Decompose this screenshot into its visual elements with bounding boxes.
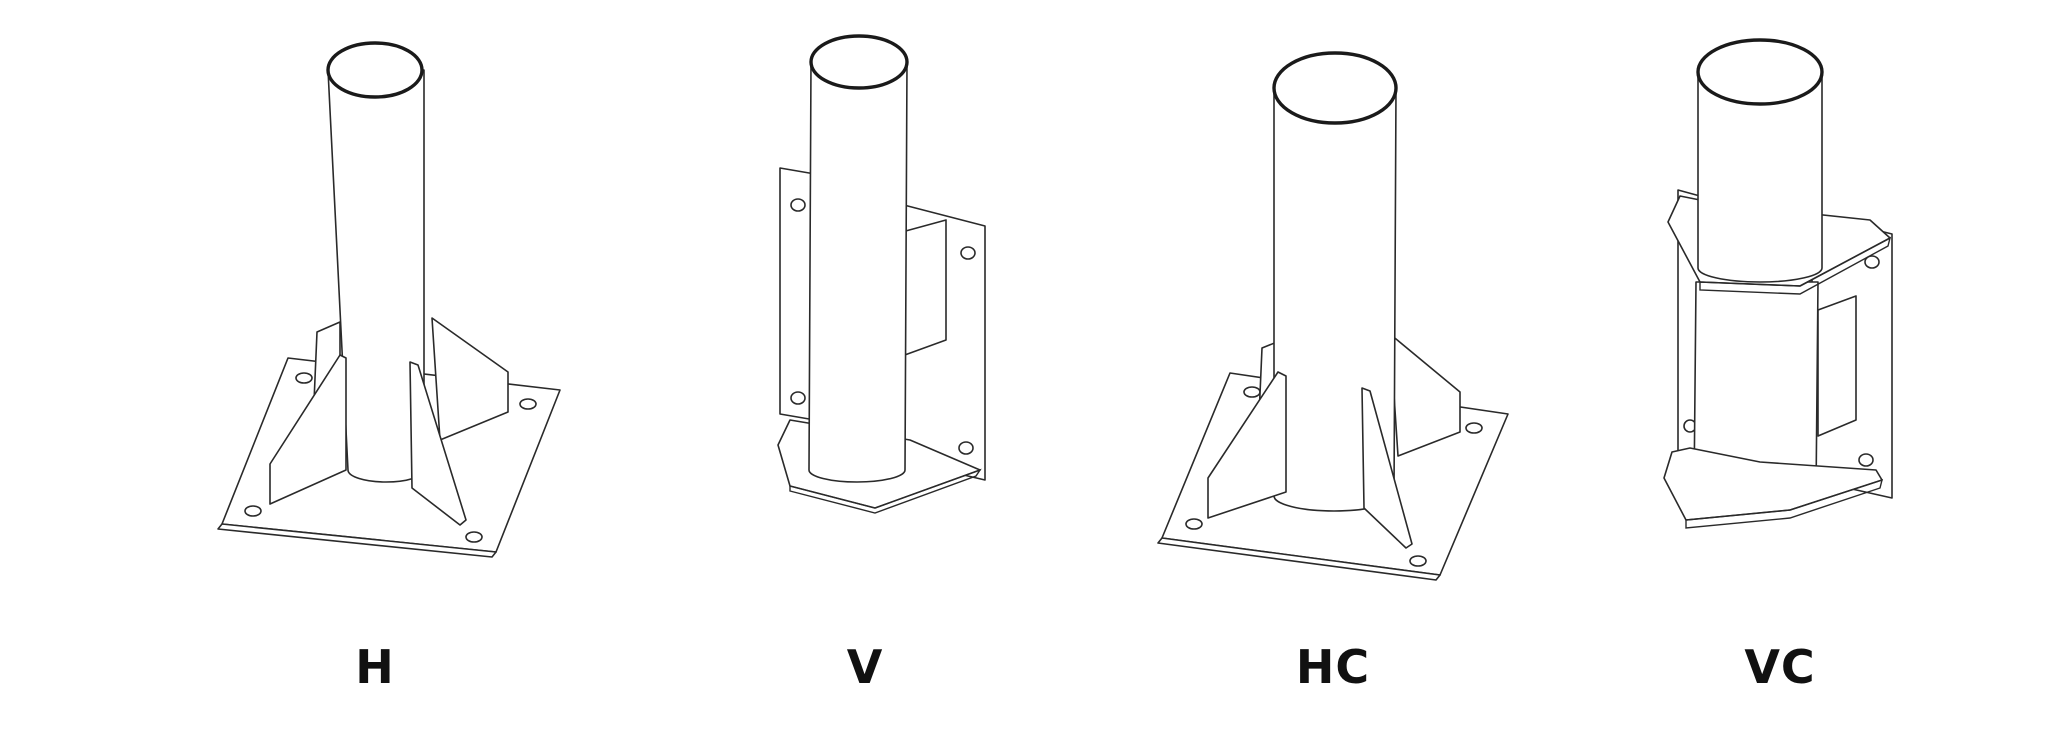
bracket-hc-gusset-front-left (1207, 371, 1287, 519)
bracket-vc-lower-collar-edge (1685, 478, 1883, 529)
bracket-hc-gusset-back-right (1389, 333, 1461, 457)
bracket-h-plate-edge (217, 523, 497, 558)
bracket-v-bottom-edge (789, 468, 982, 514)
bracket-hc-hole-4 (1409, 555, 1427, 567)
bracket-h-tube-opening (326, 41, 424, 99)
bracket-vc-side-tab (1817, 295, 1857, 437)
bracket-vc-tube-opening (1696, 38, 1824, 106)
bracket-hc-gusset-front-right (1361, 387, 1413, 549)
bracket-v (777, 34, 986, 514)
bracket-h (217, 41, 561, 558)
bracket-hc-hole-2 (1465, 422, 1483, 434)
bracket-hc-tube-opening (1272, 51, 1398, 125)
bracket-h-hole-3 (244, 505, 262, 517)
bracket-vc-hole-2 (1858, 453, 1874, 467)
bracket-h-hole-4 (465, 531, 483, 543)
bracket-h-gusset-back-right (431, 317, 509, 441)
bracket-hc-plate-edge (1157, 537, 1441, 581)
bracket-h-gusset-front-right (409, 361, 467, 526)
bracket-v-tube (808, 61, 908, 483)
bracket-hc-hole-3 (1185, 518, 1203, 530)
label-h: H (355, 640, 395, 694)
bracket-vc (1663, 38, 1893, 529)
label-vc: VC (1744, 640, 1816, 694)
bracket-vc-hole-1 (1864, 255, 1880, 269)
bracket-h-hole-2 (519, 398, 537, 410)
bracket-v-hole-4 (958, 441, 974, 455)
bracket-vc-tube-upper (1697, 71, 1823, 283)
bracket-v-hole-2 (790, 391, 806, 405)
bracket-h-hole-1 (295, 372, 313, 384)
label-hc: HC (1295, 640, 1371, 694)
bracket-v-hole-3 (960, 246, 976, 260)
bracket-v-hole-1 (790, 198, 806, 212)
bracket-hc-hole-1 (1243, 386, 1261, 398)
bracket-vc-upper-collar-edge (1699, 236, 1892, 295)
bracket-v-side-tab (901, 219, 947, 357)
label-v: V (846, 640, 884, 694)
bracket-v-tube-opening (809, 34, 909, 90)
bracket-hc (1157, 51, 1509, 581)
bracket-h-gusset-front-left (269, 354, 347, 505)
